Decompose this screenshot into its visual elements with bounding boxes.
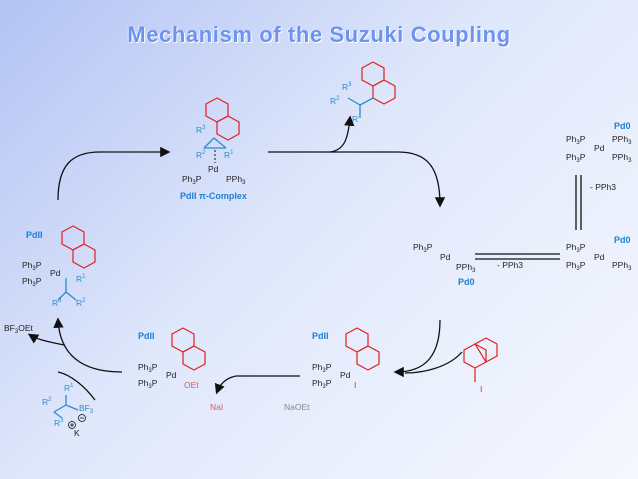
borate-r2: R2	[42, 397, 52, 407]
page-title: Mechanism of the Suzuki Coupling	[127, 22, 511, 47]
pd0-top-pph3-d: PPh3	[612, 152, 632, 164]
borate-reagent: BF3OEt R1 R2 R3 BF3 K	[4, 323, 94, 438]
arrow-substrate-in	[404, 351, 463, 374]
arrow-to-pi-complex	[57, 146, 171, 201]
pd2-oet-pd: Pd	[166, 370, 177, 380]
pd0-center-pph3-a: Ph3P	[413, 242, 433, 254]
pd0-center-pd: Pd	[440, 252, 451, 262]
pd2-left-pph3-a: Ph3P	[22, 260, 42, 272]
arrow-transmetalation	[53, 317, 123, 373]
minus-pph3-center: - PPh3	[497, 260, 523, 270]
bf3oet-label: BF3OEt	[4, 323, 33, 335]
naoet-label: NaOEt	[284, 402, 310, 412]
pd2-left-complex: PdII Ph3P Pd Ph3P R1 R3 R2	[22, 225, 96, 308]
oet-ligand: OEt	[184, 380, 199, 390]
pd0-top-pph3-c: Ph3P	[566, 152, 586, 164]
pi-pph3-left: Ph3P	[182, 174, 202, 186]
pd2-oet-pph3-b: Ph3P	[138, 378, 158, 390]
pd0-right-pph3-a: Ph3P	[566, 242, 586, 254]
borate-bf3: BF3	[79, 403, 94, 415]
pd2-left-r1: R1	[76, 274, 86, 284]
pd0-tris-phosphine: Pd0 Ph3P PPh3 Pd Ph3P PPh3 - PPh3	[566, 121, 632, 192]
arrow-borate-in	[57, 371, 96, 401]
pd0-top-pph3-b: PPh3	[612, 134, 632, 146]
arrow-ligand-exchange	[214, 375, 300, 395]
nai-label: NaI	[210, 402, 223, 412]
borate-r3: R3	[54, 418, 64, 428]
pi-pd: Pd	[208, 164, 219, 174]
product-r3: R3	[342, 82, 352, 92]
pd2-left-pd: Pd	[50, 268, 61, 278]
pd0-right-pph3-b: Ph3P	[566, 260, 586, 272]
pi-r2: R2	[196, 150, 206, 160]
pd0-right-pph3-c: PPh3	[612, 260, 632, 272]
pd0-top-pd: Pd	[594, 143, 605, 153]
pd0-right: Pd0 Ph3P Pd Ph3P PPh3	[566, 235, 632, 272]
pd2-iodide-complex: PdII Ph3P Pd Ph3P I	[312, 327, 380, 390]
pd2-left-r2: R2	[76, 298, 86, 308]
pi-complex: R3 R2 R1 Pd Ph3P PPh3 PdII π-Complex	[180, 97, 247, 201]
arrow-bf3-release	[27, 333, 65, 346]
cycle-arrows	[27, 115, 582, 401]
pd0-right-pd: Pd	[594, 252, 605, 262]
pd2-i-pph3-b: Ph3P	[312, 378, 332, 390]
product-r1: R1	[352, 114, 362, 124]
pi-pph3-right: PPh3	[226, 174, 246, 186]
pi-r1: R1	[224, 150, 234, 160]
pd2-left-label: PdII	[26, 230, 43, 240]
product-r2: R2	[330, 96, 340, 106]
product-molecule: R3 R2 R1	[330, 61, 396, 124]
arrow-pd0-to-oxadd	[393, 319, 441, 378]
pd0-center: Ph3P Pd PPh3 Pd0 - PPh3	[413, 242, 523, 287]
pi-complex-label: PdII π-Complex	[180, 191, 247, 201]
pd2-bottom-left-label: PdII	[138, 331, 155, 341]
pd0-top-label: Pd0	[614, 121, 631, 131]
pd0-center-pph3-b: PPh3	[456, 262, 476, 274]
pd2-oet-pph3-a: Ph3P	[138, 362, 158, 374]
pd0-right-label: Pd0	[614, 235, 631, 245]
minus-pph3-right: - PPh3	[590, 182, 616, 192]
arrow-pi-complex-to-pd0	[268, 151, 446, 208]
pd2-bottom-right-label: PdII	[312, 331, 329, 341]
pi-r3: R3	[196, 125, 206, 135]
borate-r1: R1	[64, 383, 74, 393]
pd2-i-pph3-a: Ph3P	[312, 362, 332, 374]
k-plus-label: K	[74, 428, 80, 438]
pd2-oet-complex: PdII Ph3P Pd Ph3P OEt	[138, 327, 206, 390]
arrow-product-release	[329, 115, 355, 153]
iodonaphthalene: I	[463, 337, 498, 394]
substrate-iodide: I	[480, 384, 482, 394]
pd2-iodide: I	[354, 380, 356, 390]
pd2-i-pd: Pd	[340, 370, 351, 380]
pd0-center-label: Pd0	[458, 277, 475, 287]
pd2-left-pph3-b: Ph3P	[22, 276, 42, 288]
pd2-left-r3: R3	[52, 298, 62, 308]
pd0-top-pph3-a: Ph3P	[566, 134, 586, 146]
